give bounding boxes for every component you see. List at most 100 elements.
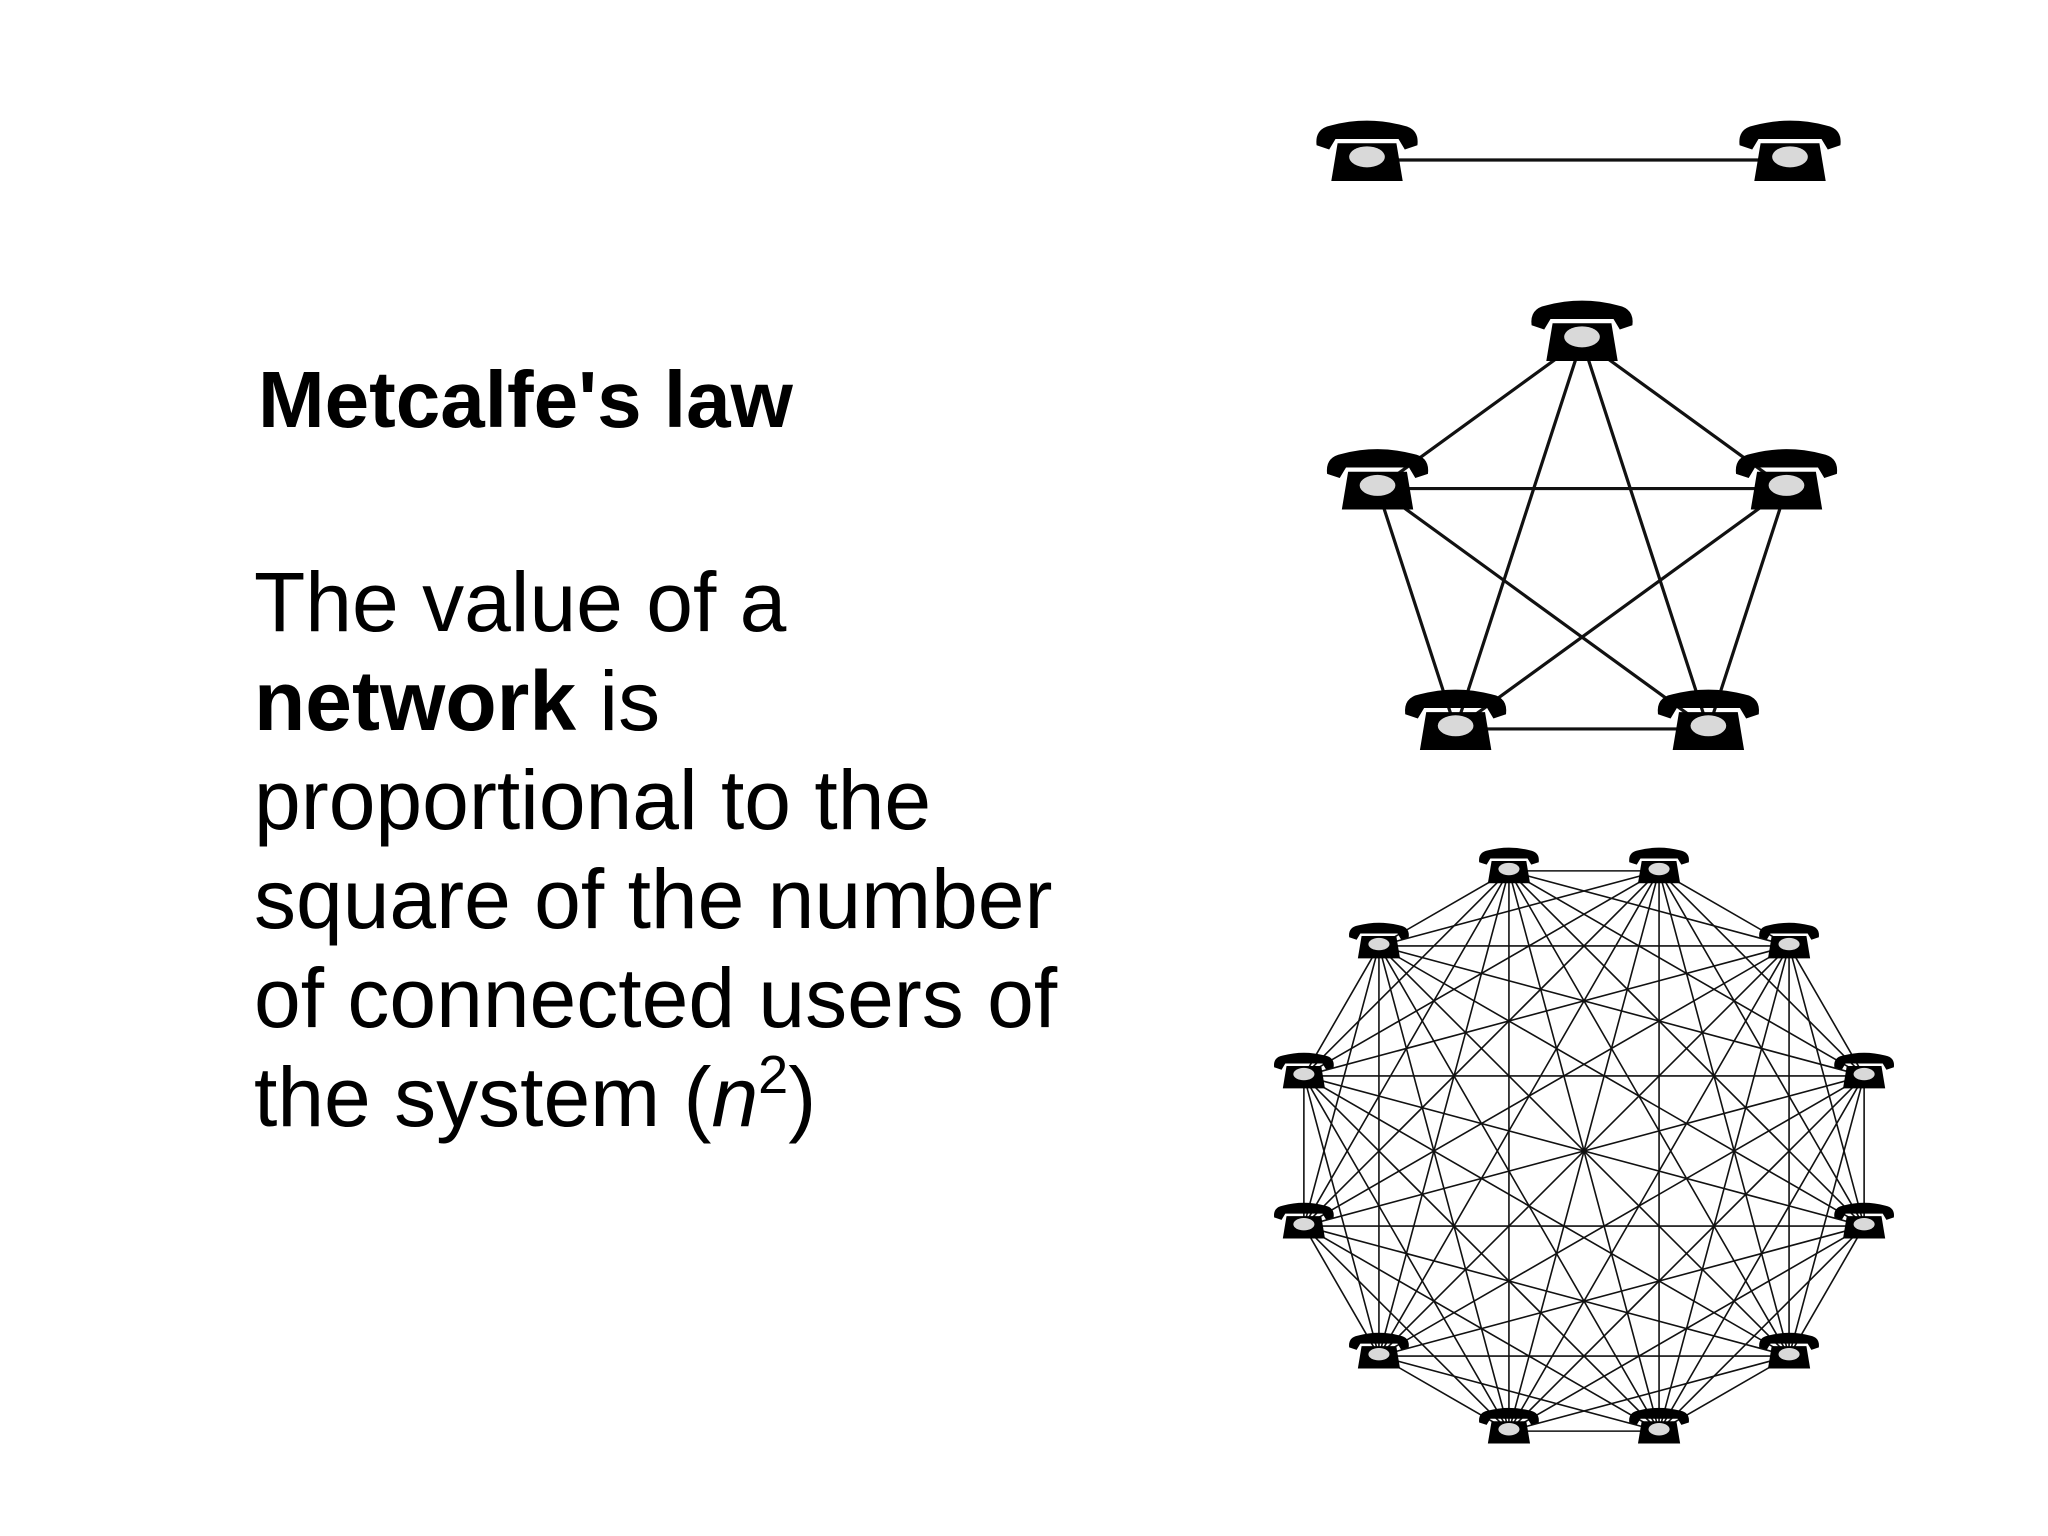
network-link <box>1376 338 1583 490</box>
network-link <box>1788 945 1865 1077</box>
slide-title: Metcalfe's law <box>258 355 793 444</box>
telephone-icon <box>1349 922 1409 959</box>
telephone-icon <box>1479 847 1539 884</box>
telephone-icon <box>1834 1052 1895 1089</box>
telephone-icon <box>1629 847 1689 884</box>
network-links <box>1376 338 1788 731</box>
network-link <box>1658 1355 1790 1432</box>
network-link <box>1508 1225 1865 1432</box>
network-link <box>1303 1225 1510 1432</box>
network-link <box>1658 870 1865 1227</box>
network-link <box>1508 870 1790 1357</box>
network-link <box>1376 487 1710 731</box>
network-twelve-nodes <box>1273 847 1895 1444</box>
network-link <box>1303 1075 1865 1227</box>
network-link <box>1303 1225 1380 1357</box>
network-link <box>1706 488 1788 730</box>
network-two-nodes <box>1316 120 1841 181</box>
network-link <box>1303 1075 1380 1357</box>
telephone-icon <box>1531 300 1633 361</box>
network-link <box>1303 945 1790 1227</box>
network-link <box>1658 1075 1865 1432</box>
network-link <box>1581 338 1788 490</box>
telephone-icon <box>1404 689 1507 750</box>
telephone-icon <box>1834 1202 1895 1239</box>
network-link <box>1378 1355 1660 1432</box>
definition-line-2-rest: is <box>576 654 661 748</box>
network-link <box>1303 870 1510 1077</box>
network-link <box>1454 487 1788 731</box>
network-link <box>1378 1225 1865 1357</box>
definition-line-3: proportional to the <box>254 753 932 847</box>
network-link <box>1788 1225 1865 1357</box>
definition-text: The value of a network is proportional t… <box>254 553 1154 1147</box>
network-link <box>1508 870 1865 1077</box>
network-link <box>1658 1225 1865 1432</box>
network-link <box>1658 945 1790 1432</box>
telephone-icon <box>1657 689 1760 750</box>
network-link <box>1303 1225 1790 1357</box>
network-link <box>1508 1355 1790 1432</box>
definition-line-4: square of the number <box>254 852 1053 946</box>
network-link <box>1303 1075 1865 1227</box>
network-term: network <box>254 654 577 748</box>
definition-line-2: network is <box>254 652 1154 751</box>
network-link <box>1378 945 1660 1432</box>
telephone-icon <box>1479 1407 1539 1444</box>
network-link <box>1508 870 1790 947</box>
network-links <box>1303 870 1865 1432</box>
network-link <box>1378 945 1790 1357</box>
network-link <box>1378 945 1865 1227</box>
network-link <box>1508 870 1865 1227</box>
network-link <box>1788 945 1865 1227</box>
network-link <box>1580 339 1710 730</box>
definition-line-6-end: ) <box>788 1050 817 1144</box>
telephone-icon <box>1316 120 1418 181</box>
network-link <box>1303 945 1380 1227</box>
network-link <box>1788 1075 1865 1357</box>
telephone-icon <box>1326 449 1429 510</box>
network-link <box>1658 870 1790 947</box>
network-link <box>1303 1075 1790 1357</box>
telephone-icon <box>1759 1332 1819 1369</box>
network-link <box>1378 870 1510 947</box>
network-link <box>1378 945 1790 1357</box>
network-link <box>1378 870 1510 1357</box>
network-link <box>1303 945 1380 1077</box>
network-link <box>1454 339 1584 730</box>
network-link <box>1658 870 1790 1357</box>
telephone-icon <box>1349 1332 1409 1369</box>
network-link <box>1378 870 1660 1357</box>
network-link <box>1508 870 1660 1432</box>
network-link <box>1303 1225 1660 1432</box>
network-link <box>1303 1075 1510 1432</box>
network-link <box>1508 1075 1865 1432</box>
network-link <box>1378 1355 1510 1432</box>
definition-line-5: of connected users of <box>254 951 1058 1045</box>
network-link <box>1658 870 1865 1077</box>
formula-exponent: 2 <box>758 1045 789 1105</box>
formula-variable: n <box>711 1050 759 1144</box>
definition-line-6: the system (n2) <box>254 1048 1154 1147</box>
network-link <box>1303 870 1660 1077</box>
definition-line-1: The value of a <box>254 555 787 649</box>
network-link <box>1508 870 1660 1432</box>
network-link <box>1378 1075 1865 1357</box>
telephone-icon <box>1739 120 1841 181</box>
telephone-icon <box>1735 449 1838 510</box>
network-link <box>1303 870 1510 1227</box>
definition-line-6-start: the system ( <box>254 1050 712 1144</box>
network-link <box>1378 870 1660 947</box>
network-link <box>1303 945 1790 1077</box>
telephone-icon <box>1273 1202 1334 1239</box>
telephone-icon <box>1629 1407 1689 1444</box>
network-five-nodes <box>1326 300 1838 750</box>
network-link <box>1508 945 1790 1432</box>
network-link <box>1303 1075 1660 1432</box>
network-link <box>1376 488 1458 730</box>
network-link <box>1378 945 1510 1432</box>
network-link <box>1303 870 1660 1227</box>
network-link <box>1378 945 1865 1077</box>
telephone-icon <box>1273 1052 1334 1089</box>
telephone-icon <box>1759 922 1819 959</box>
